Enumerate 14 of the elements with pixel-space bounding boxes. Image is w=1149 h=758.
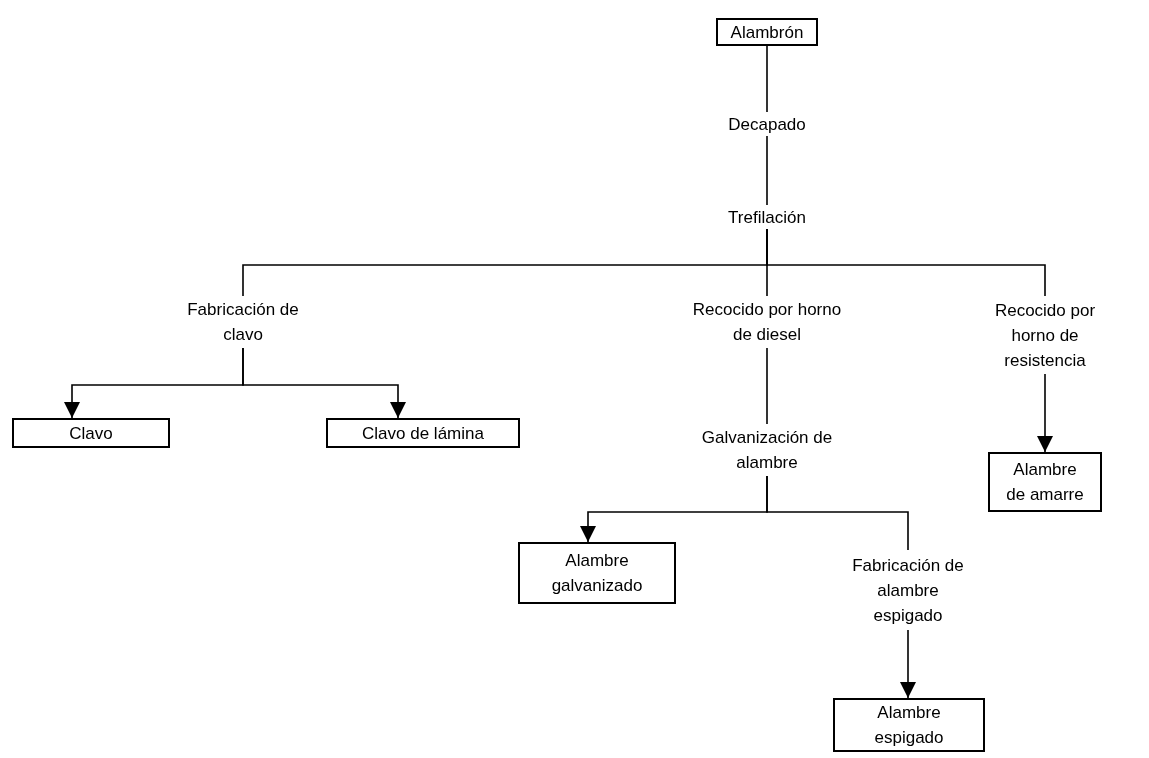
product-box: Alambre de amarre — [988, 452, 1102, 512]
product-box: Clavo de lámina — [326, 418, 520, 448]
product-box: Alambre galvanizado — [518, 542, 676, 604]
arrow — [900, 629, 916, 699]
connector-line — [766, 475, 909, 551]
connector-line — [766, 228, 1046, 297]
product-box: Clavo — [12, 418, 170, 448]
connector-line — [766, 45, 768, 113]
connector-line — [766, 347, 768, 425]
connector-line — [766, 135, 768, 206]
arrow — [242, 347, 406, 419]
product-box: Alambre espigado — [833, 698, 985, 752]
arrow — [1037, 373, 1053, 453]
product-box: Alambrón — [716, 18, 818, 46]
